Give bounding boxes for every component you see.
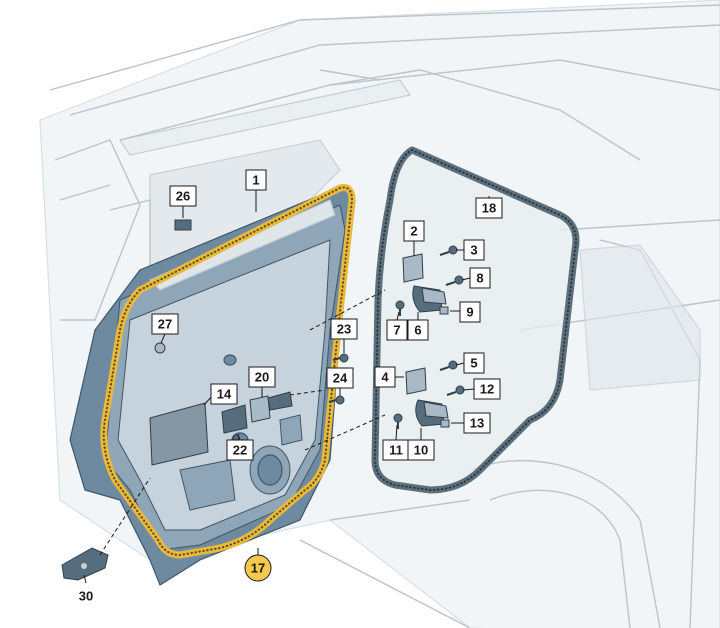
callout-14: 14 <box>210 383 238 405</box>
svg-text:13: 13 <box>470 415 484 430</box>
callout-18: 18 <box>475 197 503 219</box>
callout-5: 5 <box>463 352 485 374</box>
callout-11: 11 <box>382 439 410 461</box>
callout-17-highlighted: 17 <box>244 554 272 582</box>
callout-10: 10 <box>407 439 435 461</box>
cap-13 <box>440 419 450 428</box>
svg-text:7: 7 <box>393 322 400 337</box>
cap-9 <box>439 306 449 315</box>
svg-text:17: 17 <box>251 560 265 575</box>
bolt-12 <box>455 385 465 395</box>
svg-text:18: 18 <box>482 200 496 215</box>
callout-7: 7 <box>386 319 408 341</box>
bolt-5 <box>448 360 458 370</box>
door-seal-highlighted <box>100 184 356 559</box>
svg-text:3: 3 <box>470 242 477 257</box>
svg-text:9: 9 <box>466 304 473 319</box>
check-strap-bracket <box>61 547 109 581</box>
callout-20: 20 <box>248 366 276 388</box>
svg-text:22: 22 <box>233 442 247 457</box>
svg-text:27: 27 <box>158 316 172 331</box>
callout-12: 12 <box>473 378 501 400</box>
door-lock-parts <box>221 391 293 442</box>
svg-text:1: 1 <box>252 172 259 187</box>
leader-lines <box>83 190 490 584</box>
bolt-23 <box>332 353 349 363</box>
svg-text:4: 4 <box>381 369 389 384</box>
svg-text:12: 12 <box>480 381 494 396</box>
svg-text:2: 2 <box>410 223 417 238</box>
bolt-7 <box>395 300 405 310</box>
svg-text:24: 24 <box>333 370 348 385</box>
callout-26: 26 <box>169 185 197 207</box>
plug-27 <box>154 342 166 354</box>
svg-text:30: 30 <box>79 588 93 603</box>
callout-13: 13 <box>463 412 491 434</box>
svg-text:6: 6 <box>414 322 421 337</box>
plug-26 <box>174 219 192 231</box>
callout-labels: 1 26 18 2 3 8 9 7 <box>79 169 503 603</box>
callout-6: 6 <box>407 319 429 341</box>
callout-2: 2 <box>403 220 425 242</box>
callout-3: 3 <box>463 239 485 261</box>
callout-23: 23 <box>330 318 358 340</box>
callout-22: 22 <box>226 439 254 461</box>
callout-9: 9 <box>459 301 481 323</box>
callout-4: 4 <box>374 366 396 388</box>
svg-text:20: 20 <box>255 369 269 384</box>
svg-text:10: 10 <box>414 442 428 457</box>
bolt-3 <box>448 245 458 255</box>
sound-deadening-pad <box>149 402 209 466</box>
lower-hinge-parts <box>393 360 465 429</box>
svg-text:14: 14 <box>217 386 232 401</box>
svg-text:11: 11 <box>389 442 403 457</box>
svg-text:8: 8 <box>476 270 483 285</box>
callout-8: 8 <box>469 267 491 289</box>
svg-text:26: 26 <box>176 188 190 203</box>
bolt-8 <box>454 275 464 285</box>
bolt-11 <box>393 413 403 423</box>
upper-hinge-parts <box>395 245 464 316</box>
callout-1: 1 <box>245 169 267 191</box>
callout-24: 24 <box>326 367 354 389</box>
callout-30: 30 <box>79 588 93 603</box>
callout-27: 27 <box>151 313 179 335</box>
svg-text:5: 5 <box>470 355 477 370</box>
svg-text:23: 23 <box>337 321 351 336</box>
